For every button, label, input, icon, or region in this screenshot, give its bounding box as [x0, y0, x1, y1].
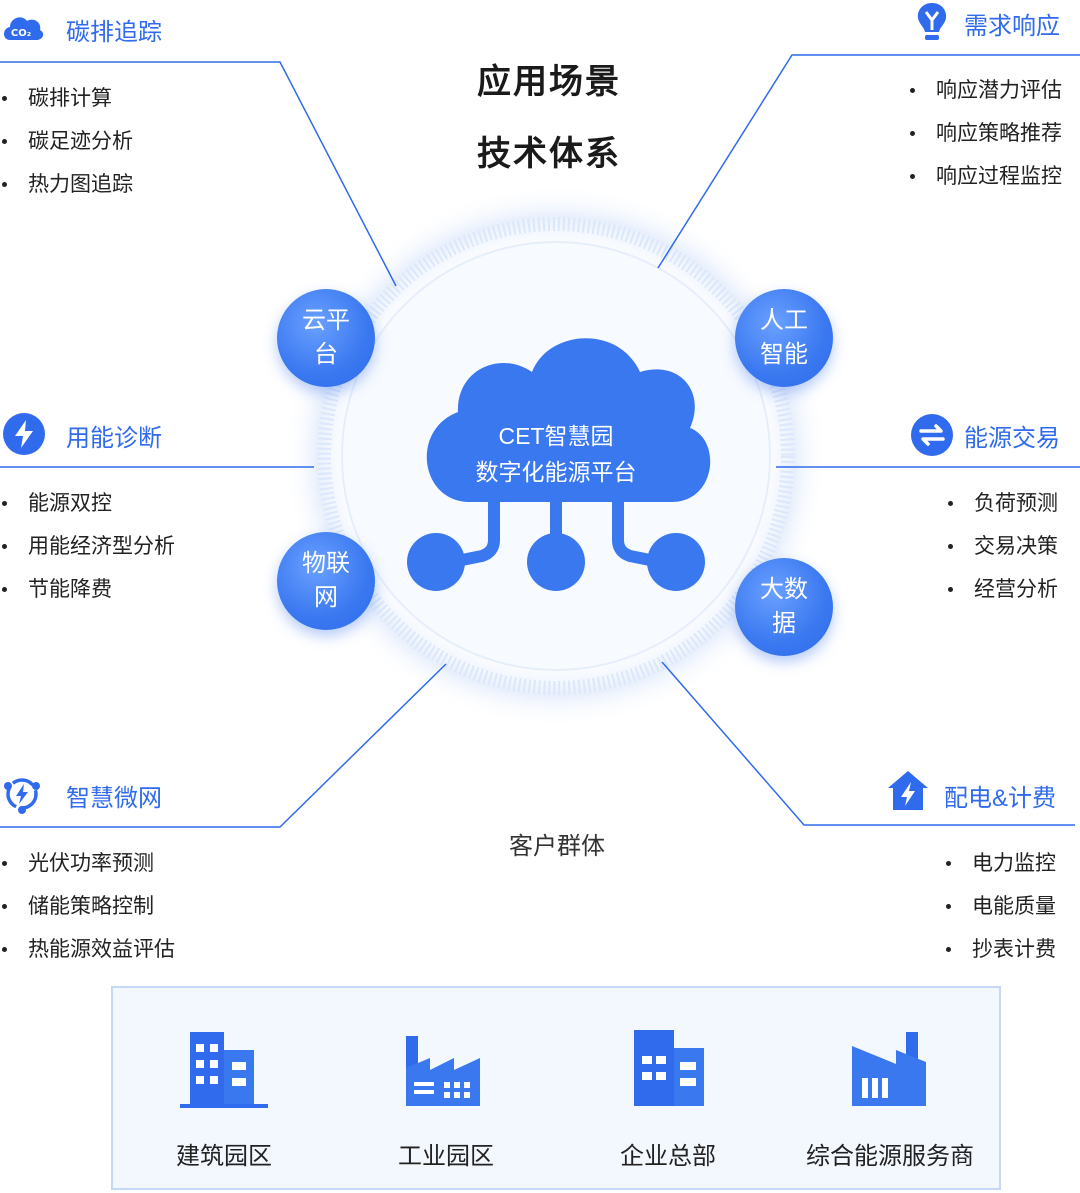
list-item: 碳足迹分析 — [0, 120, 133, 163]
platform-label-line2: 数字化能源平台 — [475, 459, 637, 485]
list-item: 响应策略推荐 — [908, 112, 1062, 155]
tech-node-ai-line2: 智能 — [760, 341, 808, 368]
section-list-distribution: 电力监控 电能质量 抄表计费 — [944, 842, 1056, 971]
tech-node-iot: 物联网 — [277, 532, 375, 630]
customer-label: 建筑园区 — [176, 1143, 272, 1170]
customer-label: 综合能源服务商 — [806, 1143, 974, 1170]
platform-cloud-icon — [407, 338, 711, 591]
platform-label-line1: CET智慧园 — [498, 423, 614, 449]
customer-group-label: 客户群体 — [509, 833, 605, 860]
section-title-demand: 需求响应 — [964, 13, 1060, 40]
section-list-demand: 响应潜力评估 响应策略推荐 响应过程监控 — [908, 69, 1062, 198]
lightning-circle-icon — [2, 412, 46, 456]
tech-node-bigdata: 大数据 — [735, 558, 833, 656]
co2-cloud-icon: CO₂ — [0, 6, 44, 50]
section-title-diagnosis: 用能诊断 — [66, 425, 162, 452]
line-distribution — [661, 661, 1075, 826]
customer-group-panel: 建筑园区 工业园区 企业总部 综合能源服务商 — [111, 986, 1001, 1190]
list-item: 交易决策 — [946, 525, 1058, 568]
heading-scenarios: 应用场景 — [477, 63, 621, 101]
office-icon — [634, 1030, 704, 1106]
tech-node-cloud-label: 云平台 — [302, 307, 350, 368]
section-title-trading: 能源交易 — [964, 425, 1060, 452]
platform-label: CET智慧园 数字化能源平台 — [430, 418, 682, 490]
house-lightning-icon — [886, 768, 930, 812]
list-item: 电能质量 — [944, 885, 1056, 928]
line-carbon — [0, 61, 397, 287]
list-item: 热能源效益评估 — [0, 928, 175, 971]
customer-label: 企业总部 — [620, 1143, 716, 1170]
list-item: 抄表计费 — [944, 928, 1056, 971]
section-list-diagnosis: 能源双控 用能经济型分析 节能降费 — [0, 482, 175, 611]
tech-node-cloud: 云平台 — [277, 289, 375, 387]
heading-tech-system: 技术体系 — [477, 135, 621, 173]
list-item: 热力图追踪 — [0, 163, 133, 206]
customer-label: 工业园区 — [398, 1143, 494, 1170]
list-item: 储能策略控制 — [0, 885, 175, 928]
list-item: 碳排计算 — [0, 77, 133, 120]
tech-node-bigdata-label: 大数据 — [760, 576, 808, 637]
list-item: 负荷预测 — [946, 482, 1058, 525]
list-item: 能源双控 — [0, 482, 175, 525]
list-item: 光伏功率预测 — [0, 842, 175, 885]
list-item: 响应过程监控 — [908, 155, 1062, 198]
list-item: 经营分析 — [946, 568, 1058, 611]
section-list-carbon: 碳排计算 碳足迹分析 热力图追踪 — [0, 77, 133, 206]
section-title-microgrid: 智慧微网 — [66, 785, 162, 812]
customer-enterprise-hq: 企业总部 — [557, 988, 779, 1192]
recycle-lightning-icon — [0, 772, 44, 816]
section-title-distribution: 配电&计费 — [944, 785, 1057, 812]
line-microgrid — [0, 663, 447, 828]
tech-node-ai: 人工 智能 — [735, 289, 833, 387]
tech-node-ai-line1: 人工 — [760, 307, 808, 334]
outer-ring — [317, 217, 795, 695]
section-list-trading: 负荷预测 交易决策 经营分析 — [946, 482, 1058, 611]
customer-industrial-park: 工业园区 — [335, 988, 557, 1192]
customer-energy-service-provider: 综合能源服务商 — [779, 988, 1001, 1192]
section-title-carbon: 碳排追踪 — [66, 19, 162, 46]
list-item: 节能降费 — [0, 568, 175, 611]
factory-icon — [406, 1036, 480, 1106]
section-list-microgrid: 光伏功率预测 储能策略控制 热能源效益评估 — [0, 842, 175, 971]
building-icon — [180, 1032, 268, 1108]
tech-node-iot-label: 物联网 — [302, 550, 350, 611]
list-item: 电力监控 — [944, 842, 1056, 885]
line-demand — [657, 54, 1080, 269]
energy-plant-icon — [852, 1032, 926, 1106]
list-item: 响应潜力评估 — [908, 69, 1062, 112]
exchange-icon — [910, 413, 954, 457]
customer-building-park: 建筑园区 — [113, 988, 335, 1192]
list-item: 用能经济型分析 — [0, 525, 175, 568]
svg-text:CO₂: CO₂ — [11, 28, 31, 39]
lightbulb-icon — [910, 0, 954, 44]
